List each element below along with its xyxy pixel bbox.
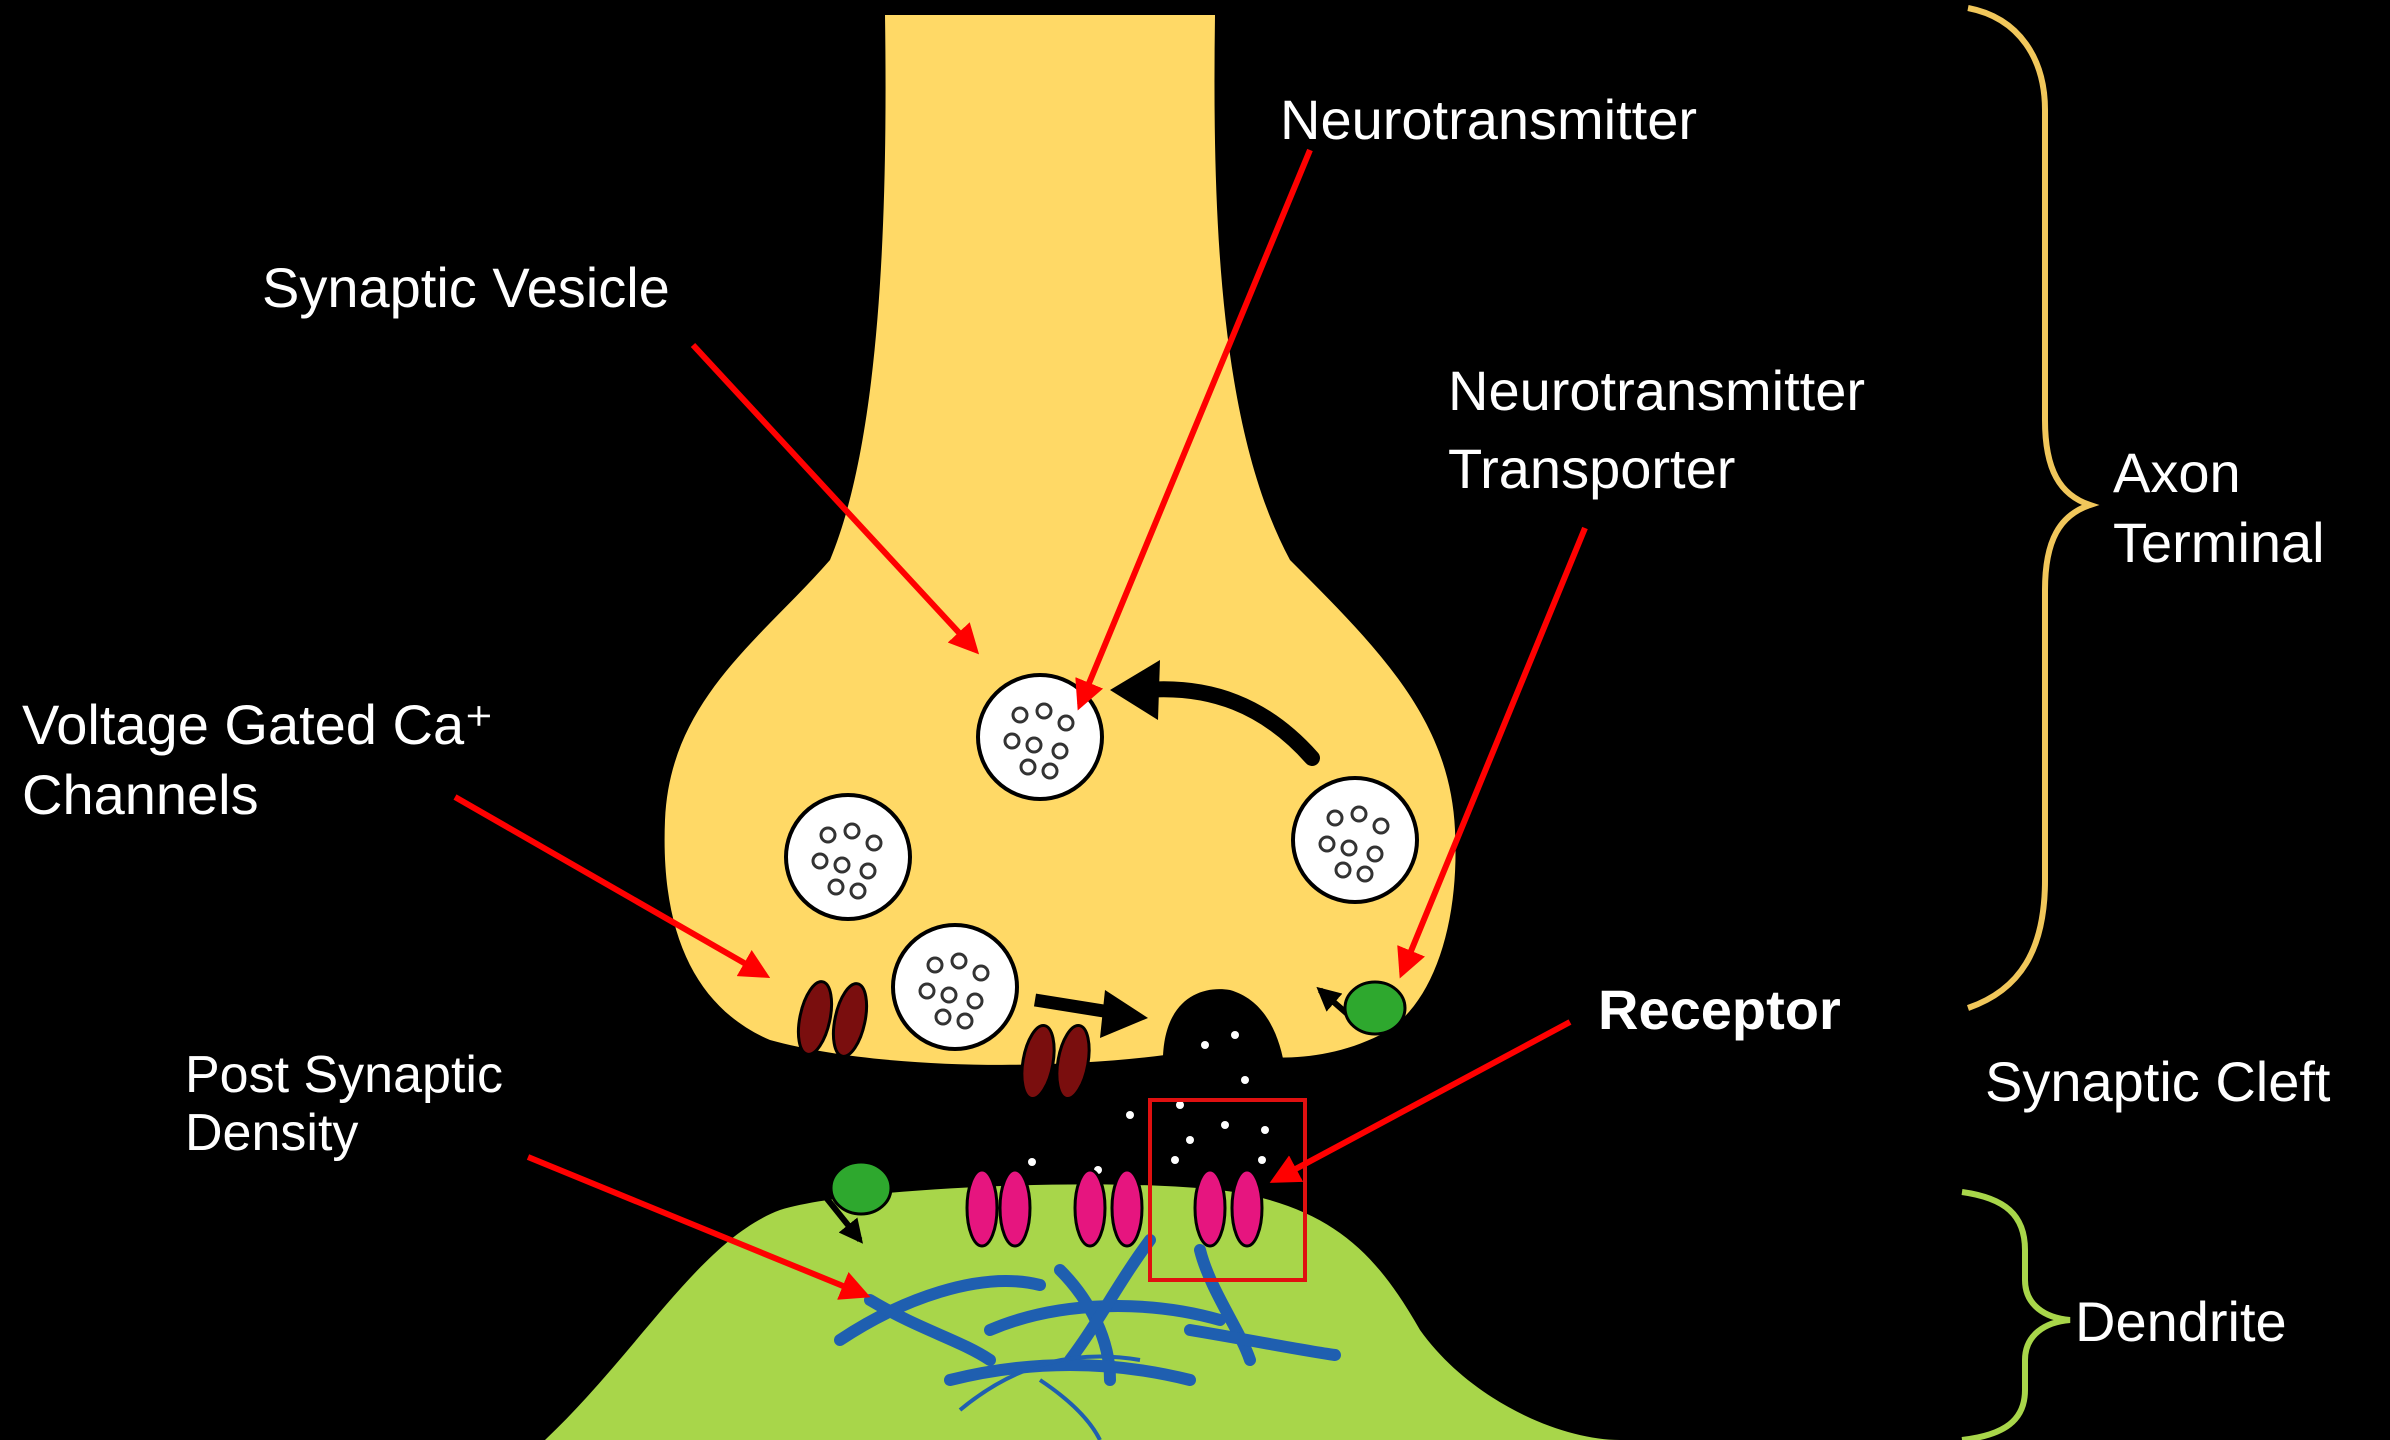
label-neurotransmitter: Neurotransmitter [1280, 86, 1697, 153]
transporter [1345, 982, 1405, 1034]
vesicle [1293, 778, 1417, 902]
dendrite-brace [1962, 1192, 2070, 1440]
vesicle [786, 795, 910, 919]
label-post-synaptic-density: Post Synaptic Density [185, 1046, 503, 1162]
axon-terminal-brace [1968, 8, 2090, 1008]
label-neurotransmitter-transporter: Neurotransmitter Transporter [1448, 352, 1865, 508]
vesicle [893, 925, 1017, 1049]
label-synaptic-cleft: Synaptic Cleft [1985, 1048, 2331, 1115]
label-axon-terminal: Axon Terminal [2113, 438, 2325, 578]
label-synaptic-vesicle: Synaptic Vesicle [262, 254, 670, 321]
axon-terminal-shape [665, 15, 1456, 1065]
label-voltage-gated-channels: Voltage Gated Ca⁺ Channels [22, 690, 494, 830]
label-dendrite: Dendrite [2075, 1288, 2287, 1355]
label-receptor: Receptor [1598, 976, 1841, 1043]
transporter [831, 1162, 891, 1214]
